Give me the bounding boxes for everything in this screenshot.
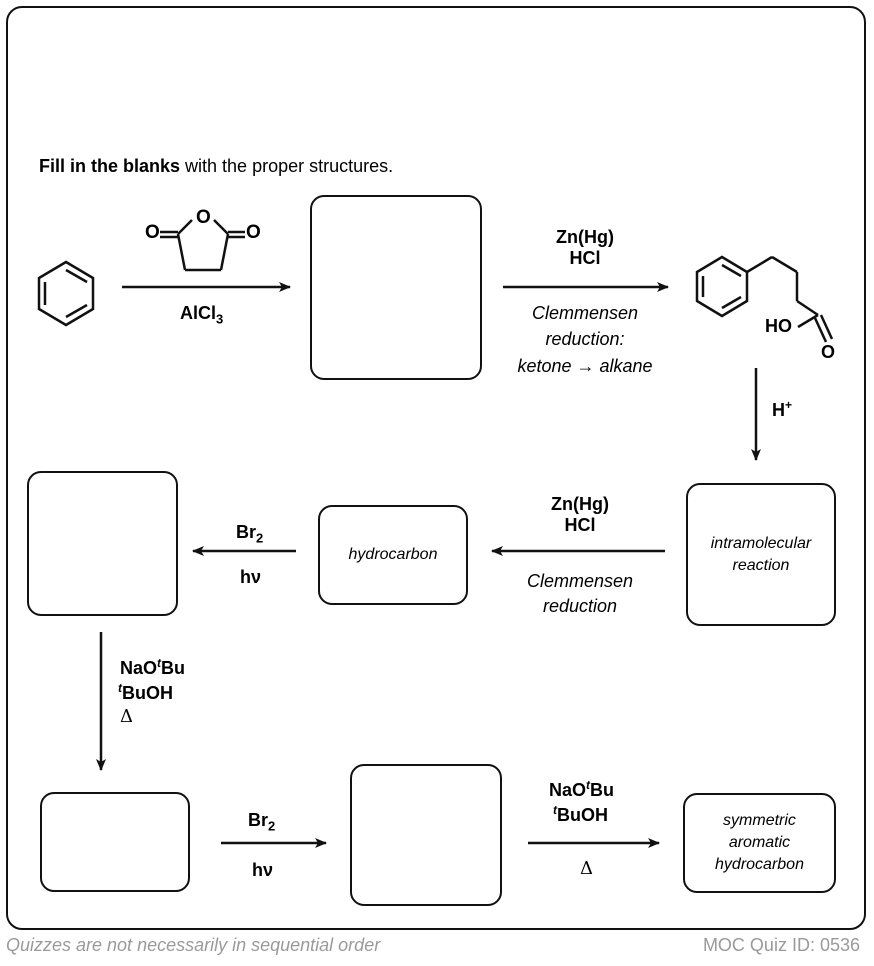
quiz-frame xyxy=(6,6,866,930)
reagent-naotbu-2: NaOtBu xyxy=(549,778,615,800)
reagent-hcl-1: HCl xyxy=(569,248,601,268)
reagent-tbuoh-1: tBuOH xyxy=(118,681,173,703)
note-clemmensen-1: Clemmensen xyxy=(531,303,639,323)
footer-quiz-id: MOC Quiz ID: 0536 xyxy=(702,935,860,955)
box-intramolecular-reaction[interactable]: intramolecular reaction xyxy=(686,483,836,626)
blank-box-3[interactable] xyxy=(40,792,190,892)
reagent-hcl-2: HCl xyxy=(564,515,596,535)
blank-box-4[interactable] xyxy=(350,764,502,906)
reagent-znhg-2: Zn(Hg) xyxy=(551,494,609,514)
instruction-rest: with the proper structures. xyxy=(180,156,394,176)
note-reduction-2: reduction xyxy=(542,596,618,616)
box-symmetric-line3: hydrocarbon xyxy=(715,856,804,873)
reagent-delta-2: Δ xyxy=(580,858,593,879)
footer-left-note: Quizzes are not necessarily in sequentia… xyxy=(6,935,381,955)
reagent-znhg-1: Zn(Hg) xyxy=(556,227,614,247)
reagent-br2-1: Br2 xyxy=(236,522,264,546)
blank-box-2[interactable] xyxy=(27,471,178,616)
reagent-h-plus: H+ xyxy=(772,398,793,420)
benzene-structure xyxy=(37,260,95,327)
blank-box-1[interactable] xyxy=(310,195,482,380)
box-intramolecular-line1: intramolecular xyxy=(710,534,812,552)
reagent-hv-2: hν xyxy=(252,860,274,880)
reagent-naotbu-1: NaOtBu xyxy=(120,656,186,678)
acid-ho-label: HO xyxy=(765,316,792,336)
note-reduction-1: reduction: xyxy=(545,329,625,349)
succinic-anhydride-structure xyxy=(160,219,245,272)
reagent-delta-1: Δ xyxy=(120,706,133,727)
box-symmetric-aromatic-hydrocarbon[interactable]: symmetric aromatic hydrocarbon xyxy=(683,793,836,893)
anhydride-o-left: O xyxy=(145,222,160,243)
phenylbutanoic-acid-structure xyxy=(695,255,834,343)
anhydride-o-ring: O xyxy=(196,207,211,228)
note-ketone-alkane: ketone → alkane xyxy=(517,356,653,376)
instruction-bold: Fill in the blanks xyxy=(39,156,181,176)
box-intramolecular-line2: reaction xyxy=(732,556,790,574)
reagent-hv-1: hν xyxy=(240,567,262,587)
anhydride-o-right: O xyxy=(246,222,261,243)
box-symmetric-line2: aromatic xyxy=(728,834,791,851)
acid-o-label: O xyxy=(821,342,836,362)
instruction-text: Fill in the blanks with the proper struc… xyxy=(39,156,393,177)
reagent-tbuoh-2: tBuOH xyxy=(553,803,608,825)
reagent-br2-2: Br2 xyxy=(248,810,276,834)
reagent-alcl3: AlCl3 xyxy=(180,303,224,327)
box-hydrocarbon[interactable]: hydrocarbon xyxy=(318,505,468,605)
box-symmetric-line1: symmetric xyxy=(723,812,796,829)
note-clemmensen-2: Clemmensen xyxy=(526,571,634,591)
box-hydrocarbon-label: hydrocarbon xyxy=(348,546,438,563)
